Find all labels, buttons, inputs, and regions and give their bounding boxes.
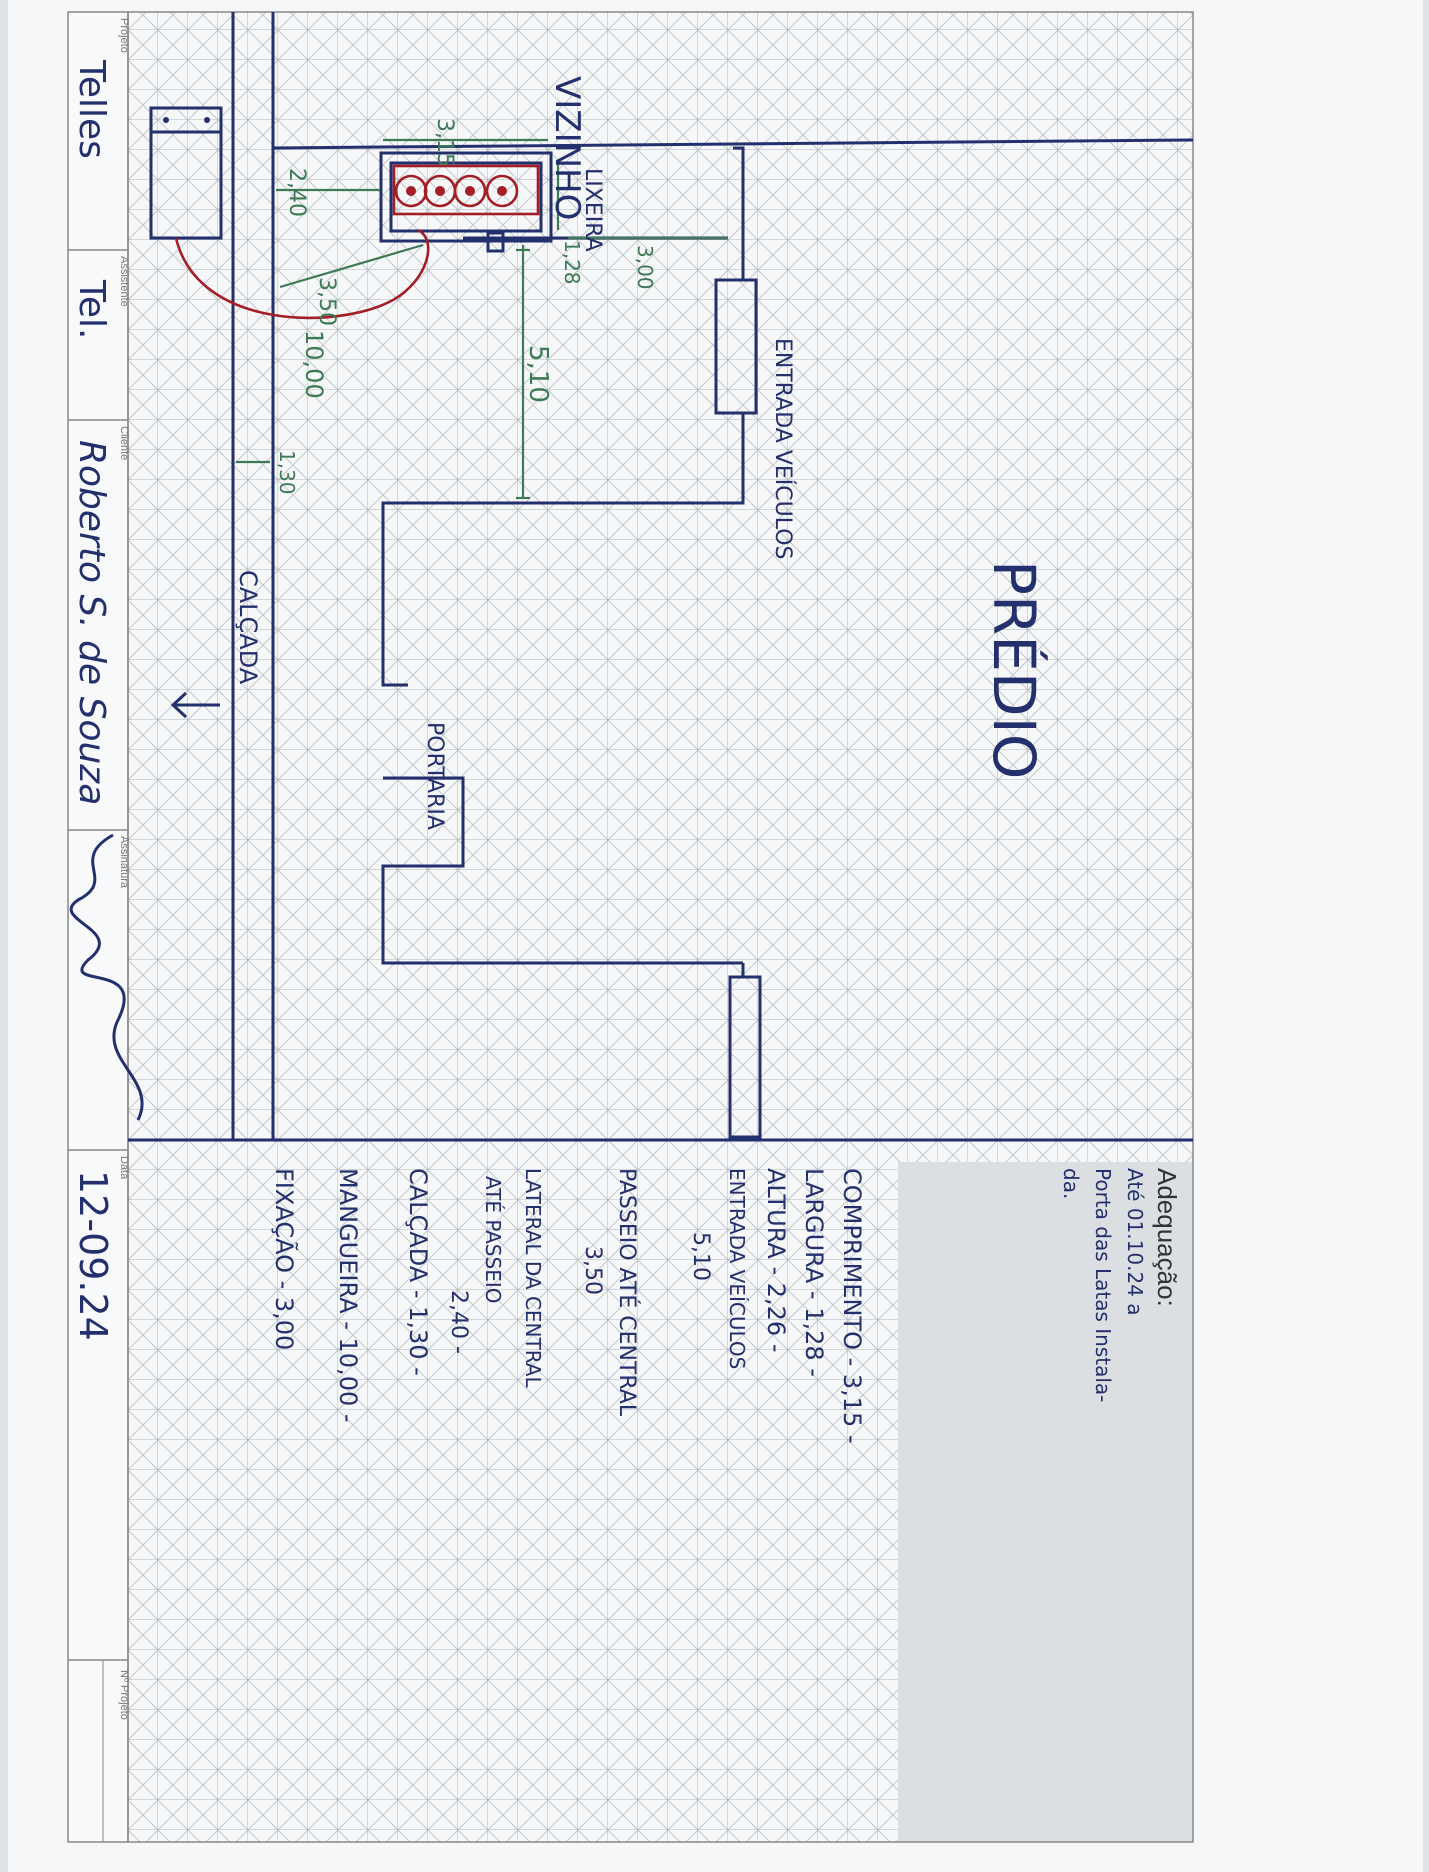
spec-line: FIXAÇÃO - 3,00 bbox=[270, 1168, 300, 1350]
predio-label: PRÉDIO bbox=[980, 560, 1049, 779]
title-block bbox=[67, 11, 129, 1843]
spec-line: MANGUEIRA - 10,00 - bbox=[334, 1168, 362, 1423]
drawing-sheet: Projeto Assistente Cliente Assinatura Da… bbox=[8, 0, 1423, 1872]
field-n-projeto-label: Nº Projeto bbox=[118, 1670, 130, 1720]
signature-mark bbox=[69, 833, 144, 1121]
adequacao-box bbox=[898, 1162, 1193, 1842]
neighbor-boundary bbox=[272, 138, 1194, 150]
lixeira-label: LIXEIRA bbox=[580, 168, 605, 252]
second-gate bbox=[728, 975, 762, 1139]
spec-line: LARGURA - 1,28 - bbox=[800, 1168, 828, 1377]
spec-line: ALTURA - 2,26 - bbox=[762, 1168, 790, 1352]
dim-128: 1,28 bbox=[560, 240, 584, 285]
field-projeto-label: Projeto bbox=[118, 18, 130, 53]
cliente-value: Roberto S. de Souza bbox=[71, 440, 112, 805]
spec-line: LATERAL DA CENTRAL bbox=[521, 1168, 545, 1388]
data-value: 12-09.24 bbox=[71, 1170, 115, 1341]
dim-240: 2,40 bbox=[284, 168, 309, 217]
field-assistente-label: Assistente bbox=[118, 256, 130, 307]
adequacao-line-2: Porta das Latas Instala- bbox=[1091, 1168, 1115, 1402]
adequacao-title: Adequação: bbox=[1152, 1168, 1182, 1307]
adequacao-line-1: Até 01.10.24 a bbox=[1123, 1168, 1147, 1316]
building-outline bbox=[381, 146, 762, 1139]
spec-line: COMPRIMENTO - 3,15 - bbox=[838, 1168, 866, 1444]
entrada-veiculos-label: ENTRADA VEÍCULOS bbox=[770, 338, 796, 560]
spec-line: ENTRADA VEÍCULOS bbox=[725, 1168, 749, 1369]
field-data-label: Data bbox=[118, 1156, 130, 1180]
graph-paper-specs bbox=[128, 1162, 898, 1842]
graph-paper bbox=[128, 12, 1193, 1162]
sheet-border bbox=[127, 11, 1194, 1843]
hose-line bbox=[174, 228, 430, 320]
dim-510: 5,10 bbox=[523, 345, 553, 403]
projeto-value: Telles bbox=[71, 59, 112, 159]
field-cliente-label: Cliente bbox=[118, 426, 130, 460]
calcada-label: CALÇADA bbox=[234, 570, 262, 685]
portaria-label: PORTARIA bbox=[422, 722, 447, 830]
direction-arrow bbox=[170, 691, 220, 719]
dim-315: 3,15 bbox=[432, 118, 457, 167]
adequacao-line-3: da. bbox=[1059, 1168, 1083, 1199]
spec-line: 5,10 bbox=[688, 1232, 713, 1281]
vizinho-label: VIZINHO bbox=[547, 76, 587, 220]
assistente-value: Tel. bbox=[71, 279, 112, 339]
spec-line: 3,50 bbox=[580, 1246, 605, 1295]
spec-line: 2,40 - bbox=[446, 1290, 471, 1354]
spec-line: CALÇADA - 1,30 - bbox=[404, 1168, 432, 1376]
dim-130: 1,30 bbox=[275, 450, 299, 495]
spec-line: PASSEIO ATÉ CENTRAL bbox=[614, 1168, 640, 1417]
dimension-lines bbox=[236, 138, 728, 500]
field-assinatura-label: Assinatura bbox=[118, 836, 130, 889]
vehicle-entrance-gate bbox=[714, 278, 758, 415]
site-plan: Projeto Assistente Cliente Assinatura Da… bbox=[67, 11, 1194, 1843]
gas-cylinder-4 bbox=[485, 174, 519, 208]
gas-cylinder-3 bbox=[453, 174, 487, 208]
dim-350: 3,50 bbox=[314, 277, 339, 326]
spec-line: ATÉ PASSEIO bbox=[481, 1176, 505, 1303]
dim-1000: 10,00 bbox=[300, 330, 328, 399]
dim-300: 3,00 bbox=[633, 245, 657, 290]
gas-central-box bbox=[149, 106, 223, 240]
